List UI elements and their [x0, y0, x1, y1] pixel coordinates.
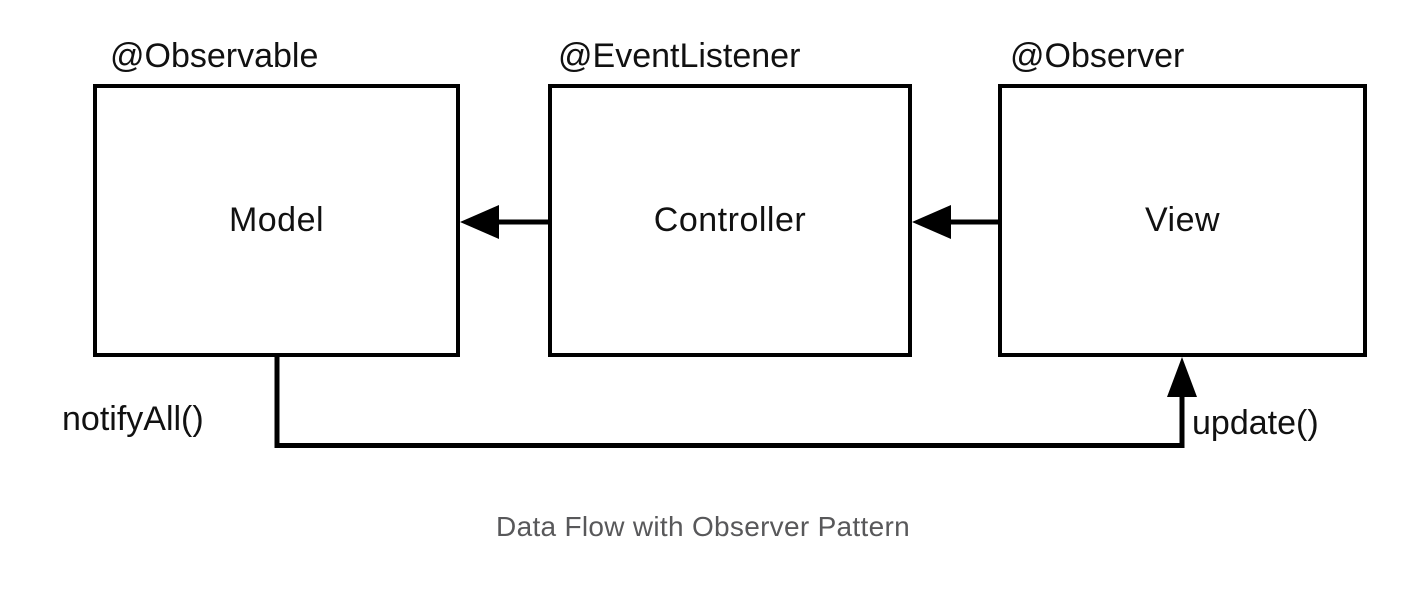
- controller-node: Controller: [548, 84, 912, 357]
- view-label: View: [1144, 201, 1221, 239]
- view-to-controller-arrow: [912, 205, 998, 239]
- notify-all-label: notifyAll(): [62, 400, 204, 438]
- controller-label: Controller: [653, 201, 807, 239]
- annotation-eventlistener: @EventListener: [558, 37, 801, 75]
- diagram-caption: Data Flow with Observer Pattern: [496, 511, 910, 542]
- model-label: Model: [228, 201, 325, 239]
- annotation-observer: @Observer: [1010, 37, 1185, 75]
- update-label: update(): [1192, 404, 1319, 442]
- view-node: View: [998, 84, 1367, 357]
- model-node: Model: [93, 84, 460, 357]
- model-to-view-connector-arrow: [274, 357, 1197, 448]
- controller-to-model-arrow: [460, 205, 548, 239]
- annotation-observable: @Observable: [110, 37, 319, 75]
